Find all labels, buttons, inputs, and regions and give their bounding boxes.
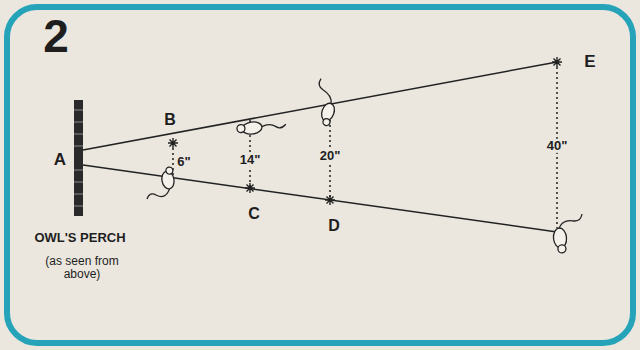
perch-note: (as seen from above)	[32, 255, 132, 281]
perch-bar	[74, 100, 83, 216]
distance-label: 20"	[318, 149, 343, 163]
perch-texture	[74, 110, 83, 206]
point-marker	[168, 57, 562, 205]
perch-caption: OWL'S PERCH	[34, 231, 125, 245]
distance-label: 40"	[545, 139, 570, 153]
frame-border	[7, 7, 633, 343]
point-label: A	[54, 151, 66, 170]
distance-line	[173, 62, 557, 228]
point-label: D	[328, 217, 340, 235]
figure-number: 2	[43, 11, 69, 62]
point-label: C	[248, 205, 260, 223]
distance-label: 6"	[175, 155, 192, 169]
sight-line	[83, 62, 557, 150]
point-label: B	[164, 111, 176, 129]
mouse-drawing	[142, 78, 585, 253]
point-label: E	[584, 53, 595, 72]
distance-label: 14"	[238, 153, 263, 167]
sight-line	[83, 165, 557, 232]
